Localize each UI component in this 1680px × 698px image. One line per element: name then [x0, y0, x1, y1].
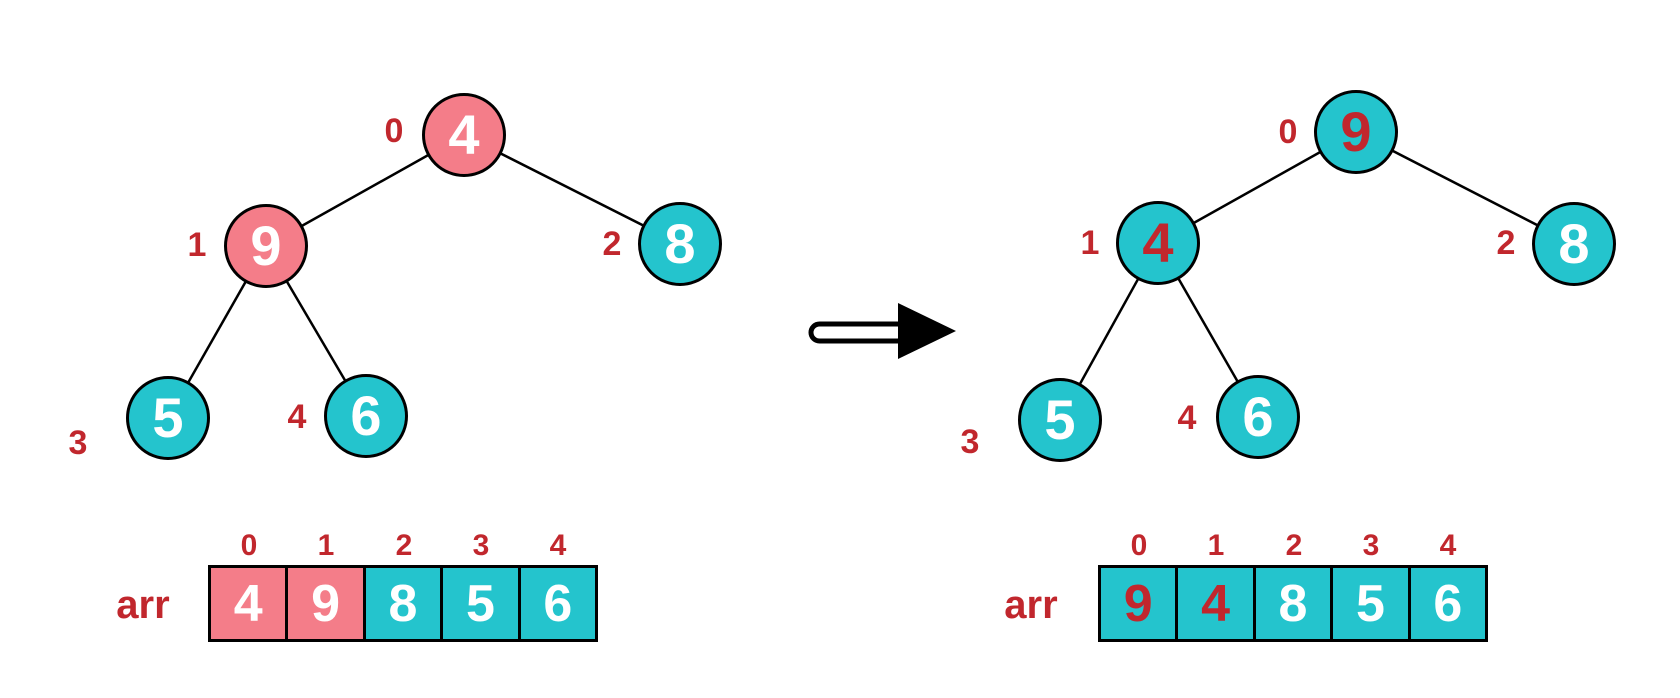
node-value: 5 — [152, 386, 184, 449]
cell-value: 9 — [1123, 574, 1153, 633]
node-value: 4 — [1142, 211, 1174, 274]
array-index-label: 2 — [395, 529, 413, 562]
array: 4 9 8 5 6 — [208, 565, 598, 642]
node-value: 9 — [250, 214, 282, 277]
node-index-label: 0 — [1278, 113, 1298, 151]
node-index-label: 2 — [602, 225, 622, 263]
array-cell: 9 — [1101, 568, 1179, 639]
array-index-label: 1 — [317, 529, 335, 562]
tree-node: 6 — [1216, 375, 1300, 459]
cell-value: 5 — [1355, 574, 1385, 633]
node-index-label: 1 — [187, 226, 207, 264]
array-index-label: 1 — [1207, 529, 1225, 562]
node-value: 9 — [1340, 100, 1372, 163]
array-cell: 4 — [1178, 568, 1256, 639]
cell-value: 8 — [388, 574, 418, 633]
cell-value: 6 — [543, 574, 573, 633]
node-index-label: 4 — [287, 398, 307, 436]
node-index-label: 1 — [1080, 224, 1100, 262]
node-value: 6 — [350, 384, 382, 447]
array-index-label: 0 — [240, 529, 258, 562]
node-index-label: 0 — [384, 112, 404, 150]
array-cell: 5 — [443, 568, 521, 639]
cell-value: 4 — [233, 574, 263, 633]
node-value: 6 — [1242, 385, 1274, 448]
tree-node: 8 — [1532, 202, 1616, 286]
tree-node: 8 — [638, 202, 722, 286]
node-value: 4 — [448, 103, 480, 166]
cell-value: 8 — [1278, 574, 1308, 633]
tree-node: 4 — [1116, 201, 1200, 285]
array-index-label: 2 — [1285, 529, 1303, 562]
node-value: 5 — [1044, 388, 1076, 451]
array-label: arr — [116, 583, 170, 627]
array-cell: 5 — [1333, 568, 1411, 639]
array-cell: 9 — [288, 568, 366, 639]
array-cell: 4 — [211, 568, 289, 639]
node-value: 8 — [664, 212, 696, 275]
array-cell: 8 — [365, 568, 444, 639]
node-index-label: 3 — [68, 424, 88, 462]
node-index-label: 2 — [1496, 224, 1516, 262]
array-index-label: 3 — [1362, 529, 1380, 562]
cell-value: 6 — [1433, 574, 1463, 633]
node-index-label: 4 — [1177, 399, 1197, 437]
array-cell: 6 — [520, 568, 596, 639]
array-index-label: 4 — [549, 529, 567, 562]
array: 9 4 8 5 6 — [1098, 565, 1488, 642]
array-index-label: 3 — [472, 529, 490, 562]
node-value: 8 — [1558, 212, 1590, 275]
tree-node: 4 — [422, 93, 506, 177]
tree-node: 5 — [1018, 378, 1102, 462]
array-index-label: 0 — [1130, 529, 1148, 562]
tree-node: 6 — [324, 374, 408, 458]
right-arrow-icon — [808, 303, 956, 359]
tree-node: 9 — [224, 204, 308, 288]
array-label: arr — [1004, 583, 1058, 627]
cell-value: 5 — [465, 574, 495, 633]
array-index-label: 4 — [1439, 529, 1457, 562]
array-cell: 8 — [1255, 568, 1334, 639]
tree-node: 5 — [126, 376, 210, 460]
cell-value: 4 — [1201, 574, 1231, 633]
node-index-label: 3 — [960, 423, 980, 461]
array-cell: 6 — [1410, 568, 1486, 639]
cell-value: 9 — [311, 574, 341, 633]
tree-node: 9 — [1314, 90, 1398, 174]
